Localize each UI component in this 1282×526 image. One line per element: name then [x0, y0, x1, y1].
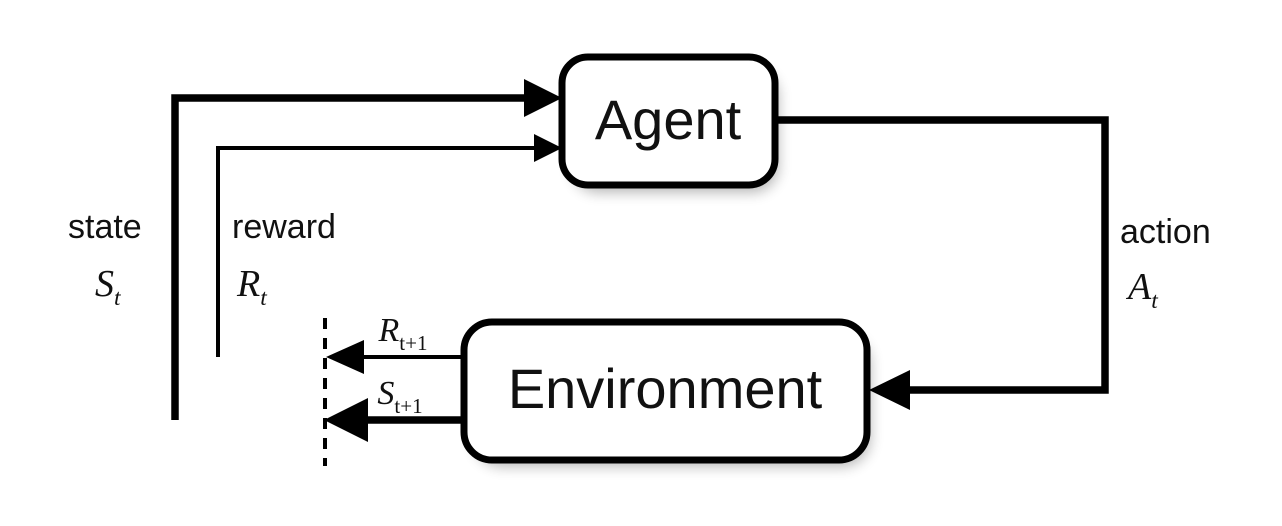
label-reward: reward Rt: [232, 208, 336, 311]
node-environment[interactable]: Environment: [460, 318, 871, 464]
action-arrow-head: [869, 370, 910, 410]
reward-next-arrow-head: [326, 340, 364, 374]
action-symbol-label: At: [1125, 266, 1159, 314]
reward-word-label: reward: [232, 208, 336, 246]
environment-label: Environment: [508, 357, 823, 420]
action-symbol-sub: t: [1151, 288, 1159, 314]
agent-box[interactable]: [558, 53, 779, 189]
reward-symbol-label: Rt: [236, 263, 268, 311]
state-next-symbol-label: St+1: [377, 375, 422, 418]
reward-symbol-sub: t: [260, 285, 268, 311]
edge-action-out: [775, 116, 1109, 410]
label-action: action At: [1120, 213, 1211, 314]
label-state: state St: [68, 208, 142, 311]
reward-next-sub: t+1: [399, 331, 427, 355]
state-arrow-head: [524, 79, 562, 117]
edge-state-next: [324, 398, 466, 442]
action-word-label: action: [1120, 213, 1211, 251]
state-word-label: state: [68, 208, 142, 246]
node-agent[interactable]: Agent: [558, 53, 779, 189]
reward-arrow-head: [534, 134, 562, 162]
state-next-sub: t+1: [394, 394, 422, 418]
state-symbol-sub: t: [114, 285, 122, 311]
state-next-base: S: [377, 375, 394, 412]
agent-label: Agent: [595, 88, 742, 151]
edge-reward-next: [326, 340, 466, 374]
state-symbol-label: St: [95, 263, 122, 311]
edge-reward-in: [216, 134, 562, 357]
state-symbol-base: S: [95, 263, 114, 305]
reward-next-symbol-label: Rt+1: [377, 312, 427, 355]
state-next-arrow-head: [324, 398, 368, 442]
environment-box[interactable]: [460, 318, 871, 464]
reward-symbol-base: R: [236, 263, 260, 305]
reward-next-base: R: [377, 312, 399, 349]
action-flow-line: [775, 116, 1109, 394]
state-flow-line: [171, 94, 548, 420]
edge-state-in: [171, 79, 562, 420]
action-symbol-base: A: [1125, 266, 1152, 308]
reward-flow-line: [216, 146, 552, 357]
